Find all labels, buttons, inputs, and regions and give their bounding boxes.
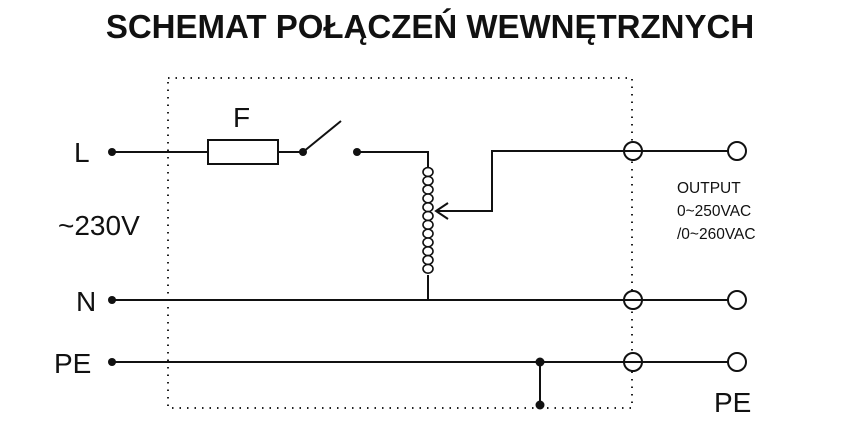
output-range-1: 0~250VAC <box>677 203 751 220</box>
output-heading: OUTPUT <box>677 180 741 197</box>
coil-loop <box>422 184 434 195</box>
output-terminal-l <box>727 141 747 161</box>
switch <box>302 120 342 153</box>
coil-loop <box>422 254 434 266</box>
line-wiper-output <box>436 150 728 212</box>
label-pe-out: PE <box>714 387 751 418</box>
terminal-l <box>108 148 116 156</box>
switch-contact <box>353 148 361 156</box>
autotransformer-coil <box>422 166 434 274</box>
fuse <box>207 139 279 165</box>
chassis-ground <box>535 400 545 410</box>
wiper-arrow <box>434 202 449 220</box>
coil-loop <box>422 228 434 239</box>
coil-loop <box>422 246 434 257</box>
coil-loop <box>422 175 434 187</box>
coil-loop <box>422 237 434 248</box>
diagram-title: SCHEMAT POŁĄCZEŃ WEWNĘTRZNYCH <box>106 8 754 45</box>
label-l: L <box>74 137 90 168</box>
switch-pivot <box>299 148 307 156</box>
coil-loop <box>422 210 434 222</box>
label-n: N <box>76 286 96 317</box>
terminal-pe <box>108 358 116 366</box>
output-range-2: /0~260VAC <box>677 226 756 243</box>
label-voltage: ~230V <box>58 210 140 241</box>
label-fuse: F <box>233 102 250 133</box>
output-terminal-pe <box>727 352 747 372</box>
coil-loop <box>422 166 434 178</box>
coil-loop <box>422 202 434 213</box>
coil-loop <box>422 193 434 204</box>
line-l-to-coil <box>357 151 429 168</box>
coil-loop <box>422 263 434 274</box>
junction-pe <box>535 357 545 367</box>
terminal-n <box>108 296 116 304</box>
coil-loop <box>422 219 434 231</box>
label-pe-in: PE <box>54 348 91 379</box>
output-terminal-n <box>727 290 747 310</box>
